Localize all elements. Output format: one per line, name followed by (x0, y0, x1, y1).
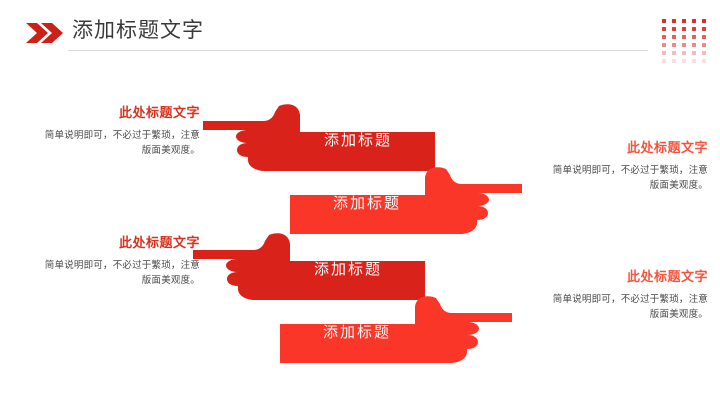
pointing-hand-left-icon (203, 104, 435, 171)
caption-body: 简单说明即可，不必过于繁琐，注意版面美观度。 (552, 294, 708, 320)
caption-block-1: 此处标题文字 简单说明即可，不必过于繁琐，注意版面美观度。 (40, 104, 200, 158)
double-chevron-right-icon (26, 22, 70, 44)
slide-header: 添加标题文字 (0, 0, 720, 63)
pointing-banner-2[interactable]: 添加标题 (287, 166, 522, 238)
dot-grid-decoration (662, 19, 708, 63)
caption-title: 此处标题文字 (118, 235, 200, 250)
pointing-banner-4[interactable]: 添加标题 (277, 295, 512, 367)
caption-body: 简单说明即可，不必过于繁琐，注意版面美观度。 (44, 130, 200, 156)
pointing-hand-right-icon (290, 167, 522, 234)
caption-block-2: 此处标题文字 简单说明即可，不必过于繁琐，注意版面美观度。 (548, 139, 708, 193)
caption-title: 此处标题文字 (118, 105, 200, 120)
caption-body: 简单说明即可，不必过于繁琐，注意版面美观度。 (552, 165, 708, 191)
caption-body: 简单说明即可，不必过于繁琐，注意版面美观度。 (44, 260, 200, 286)
caption-block-3: 此处标题文字 简单说明即可，不必过于繁琐，注意版面美观度。 (40, 234, 200, 288)
caption-title: 此处标题文字 (626, 269, 708, 284)
caption-block-4: 此处标题文字 简单说明即可，不必过于繁琐，注意版面美观度。 (548, 268, 708, 322)
caption-title: 此处标题文字 (626, 140, 708, 155)
page-title: 添加标题文字 (72, 19, 204, 42)
header-divider (68, 50, 648, 51)
pointing-hand-right-icon (280, 296, 512, 363)
pointing-hand-left-icon (193, 233, 425, 300)
pointing-banner-3[interactable]: 添加标题 (193, 232, 428, 304)
pointing-banner-1[interactable]: 添加标题 (203, 103, 438, 175)
